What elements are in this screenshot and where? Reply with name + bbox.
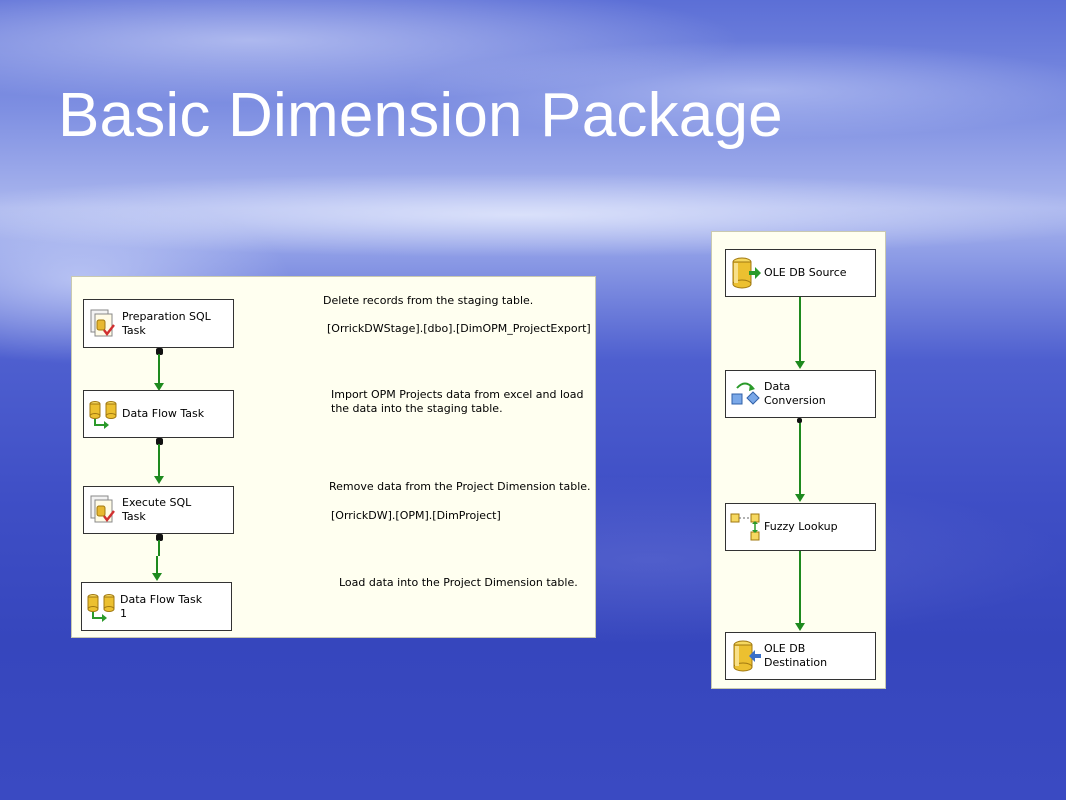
precedence-constraint[interactable] bbox=[158, 444, 160, 479]
task-label: Execute SQL Task bbox=[122, 496, 192, 523]
annotation-dimension-table-name[interactable]: [OrrickDW].[OPM].[DimProject] bbox=[331, 509, 501, 522]
task-output-port[interactable] bbox=[156, 348, 163, 355]
path-arrowhead bbox=[795, 494, 805, 502]
precedence-constraint[interactable] bbox=[158, 354, 160, 386]
sql-task-icon bbox=[84, 490, 122, 530]
component-output-port[interactable] bbox=[797, 418, 802, 423]
fuzzy-lookup-icon bbox=[726, 507, 764, 547]
component-label: OLE DB Destination bbox=[764, 642, 828, 669]
preparation-sql-task[interactable]: Preparation SQL Task bbox=[83, 299, 234, 348]
task-label: Data Flow Task bbox=[122, 407, 205, 420]
data-flow-task-1[interactable]: Data Flow Task 1 bbox=[81, 582, 232, 631]
fuzzy-lookup[interactable]: Fuzzy Lookup bbox=[725, 503, 876, 551]
data-flow-task-icon bbox=[84, 394, 122, 434]
data-conversion[interactable]: Data Conversion bbox=[725, 370, 876, 418]
annotation-import-opm[interactable]: Import OPM Projects data from excel and … bbox=[331, 388, 584, 415]
precedence-constraint[interactable] bbox=[156, 556, 158, 574]
constraint-arrowhead bbox=[154, 476, 164, 484]
annotation-load-dimension[interactable]: Load data into the Project Dimension tab… bbox=[339, 576, 578, 589]
slide-title: Basic Dimension Package bbox=[58, 81, 783, 150]
task-label: Preparation SQL Task bbox=[122, 309, 211, 337]
data-flow-designer: OLE DB Source Data Conversion bbox=[711, 231, 886, 689]
ole-db-destination-icon bbox=[726, 636, 764, 676]
data-flow-task-icon bbox=[82, 587, 120, 627]
component-label: Data Conversion bbox=[764, 380, 826, 407]
path-arrowhead bbox=[795, 361, 805, 369]
task-output-port[interactable] bbox=[156, 534, 163, 541]
annotation-remove-dimension[interactable]: Remove data from the Project Dimension t… bbox=[329, 480, 591, 493]
component-label: Fuzzy Lookup bbox=[764, 520, 838, 533]
sql-task-icon bbox=[84, 304, 122, 344]
task-output-port[interactable] bbox=[156, 438, 163, 445]
data-flow-path[interactable] bbox=[799, 551, 801, 623]
component-label: OLE DB Source bbox=[764, 266, 847, 279]
constraint-arrowhead bbox=[152, 573, 162, 581]
data-conversion-icon bbox=[726, 374, 764, 414]
data-flow-path[interactable] bbox=[799, 423, 801, 495]
constraint-arrowhead bbox=[154, 383, 164, 391]
ole-db-source[interactable]: OLE DB Source bbox=[725, 249, 876, 297]
ole-db-destination[interactable]: OLE DB Destination bbox=[725, 632, 876, 680]
annotation-delete-staging[interactable]: Delete records from the staging table. bbox=[323, 294, 534, 307]
data-flow-path[interactable] bbox=[799, 297, 801, 363]
task-label: Data Flow Task 1 bbox=[120, 592, 203, 620]
annotation-staging-table-name[interactable]: [OrrickDWStage].[dbo].[DimOPM_ProjectExp… bbox=[327, 322, 591, 335]
control-flow-designer: Preparation SQL Task Data Flow Task bbox=[71, 276, 596, 638]
data-flow-task[interactable]: Data Flow Task bbox=[83, 390, 234, 438]
path-arrowhead bbox=[795, 623, 805, 631]
execute-sql-task[interactable]: Execute SQL Task bbox=[83, 486, 234, 534]
precedence-constraint[interactable] bbox=[158, 540, 160, 556]
ole-db-source-icon bbox=[726, 253, 764, 293]
